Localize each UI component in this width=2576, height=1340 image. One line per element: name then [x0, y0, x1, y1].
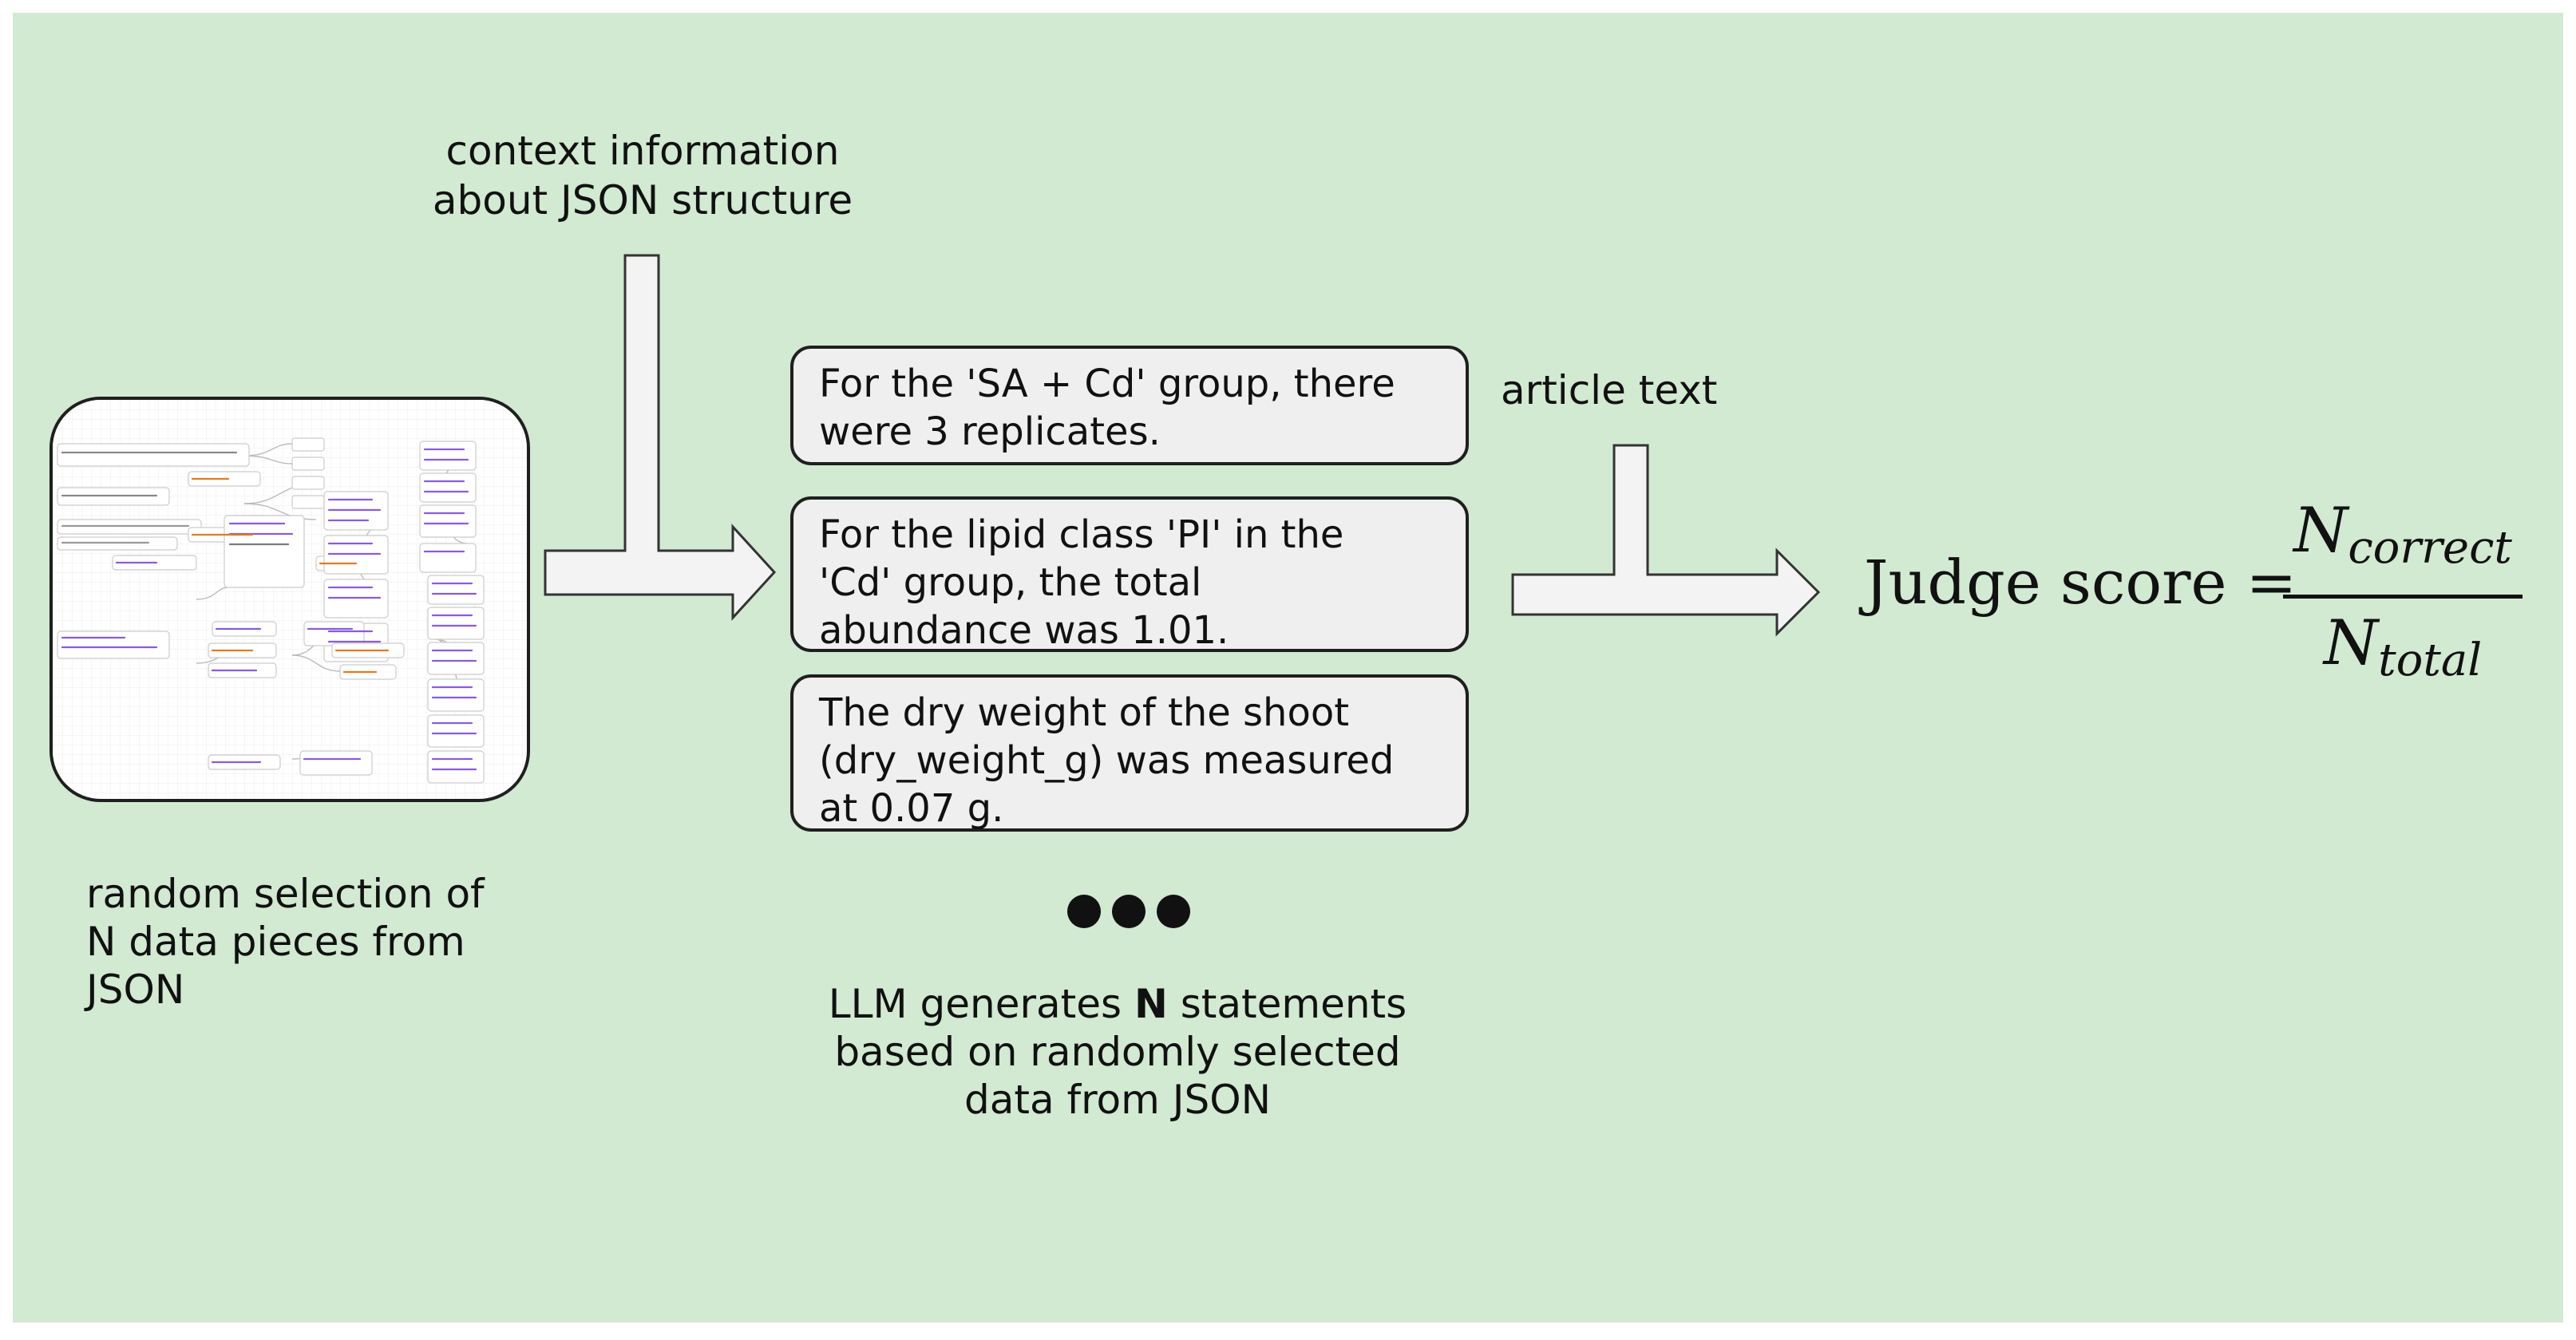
- formula-fraction: Ncorrect Ntotal: [2283, 491, 2523, 701]
- context-label-line: context information: [445, 128, 840, 174]
- article-text-label: article text: [1501, 367, 1718, 413]
- llm-label-prefix: LLM generates: [828, 981, 1134, 1027]
- article-arrow: [1511, 444, 1821, 637]
- formula-denominator: Ntotal: [2283, 603, 2523, 701]
- json-tree-thumbnail: [49, 397, 530, 802]
- statement-line: For the 'SA + Cd' group, there: [819, 362, 1395, 406]
- llm-label-line: based on randomly selected: [834, 1029, 1401, 1075]
- llm-label-line: data from JSON: [964, 1077, 1271, 1123]
- random-label-line: JSON: [86, 966, 185, 1013]
- statement-box: For the lipid class 'PI' in the 'Cd' gro…: [790, 496, 1469, 653]
- statement-line: were 3 replicates.: [819, 409, 1161, 454]
- judge-score-formula: Judge score = Ncorrect Ntotal: [1864, 491, 2527, 686]
- statement-line: For the lipid class 'PI' in the: [819, 512, 1344, 557]
- context-label: context information about JSON structure: [375, 126, 910, 225]
- ellipsis-dot: [1112, 895, 1146, 928]
- statement-line: 'Cd' group, the total: [819, 560, 1202, 605]
- ellipsis-dot: [1067, 895, 1101, 928]
- random-selection-label: random selection of N data pieces from J…: [86, 870, 565, 1014]
- llm-label-bold-n: N: [1134, 981, 1168, 1027]
- context-arrow: [544, 254, 777, 621]
- ellipsis-dot: [1157, 895, 1190, 928]
- context-label-line: about JSON structure: [432, 177, 853, 223]
- llm-label-line: LLM generates N statements: [782, 980, 1453, 1028]
- json-tree-image: [53, 400, 527, 799]
- llm-label-suffix: statements: [1167, 981, 1407, 1027]
- numerator-subscript: correct: [2348, 522, 2512, 574]
- fraction-bar: [2283, 595, 2523, 599]
- statement-line: (dry_weight_g) was measured: [819, 738, 1395, 783]
- llm-generates-label: LLM generates N statements based on rand…: [782, 980, 1453, 1124]
- statement-box: For the 'SA + Cd' group, there were 3 re…: [790, 346, 1469, 465]
- denominator-symbol: N: [2323, 607, 2379, 679]
- statement-line: The dry weight of the shoot: [819, 690, 1350, 735]
- statement-box: The dry weight of the shoot (dry_weight_…: [790, 674, 1469, 832]
- numerator-symbol: N: [2293, 495, 2348, 567]
- formula-numerator: Ncorrect: [2283, 491, 2523, 588]
- statement-line: abundance was 1.01.: [819, 608, 1229, 653]
- random-label-line: N data pieces from: [86, 919, 465, 965]
- denominator-subscript: total: [2378, 634, 2483, 686]
- statement-line: at 0.07 g.: [819, 786, 1004, 831]
- formula-lhs: Judge score =: [1864, 547, 2297, 618]
- random-label-line: random selection of: [86, 871, 485, 917]
